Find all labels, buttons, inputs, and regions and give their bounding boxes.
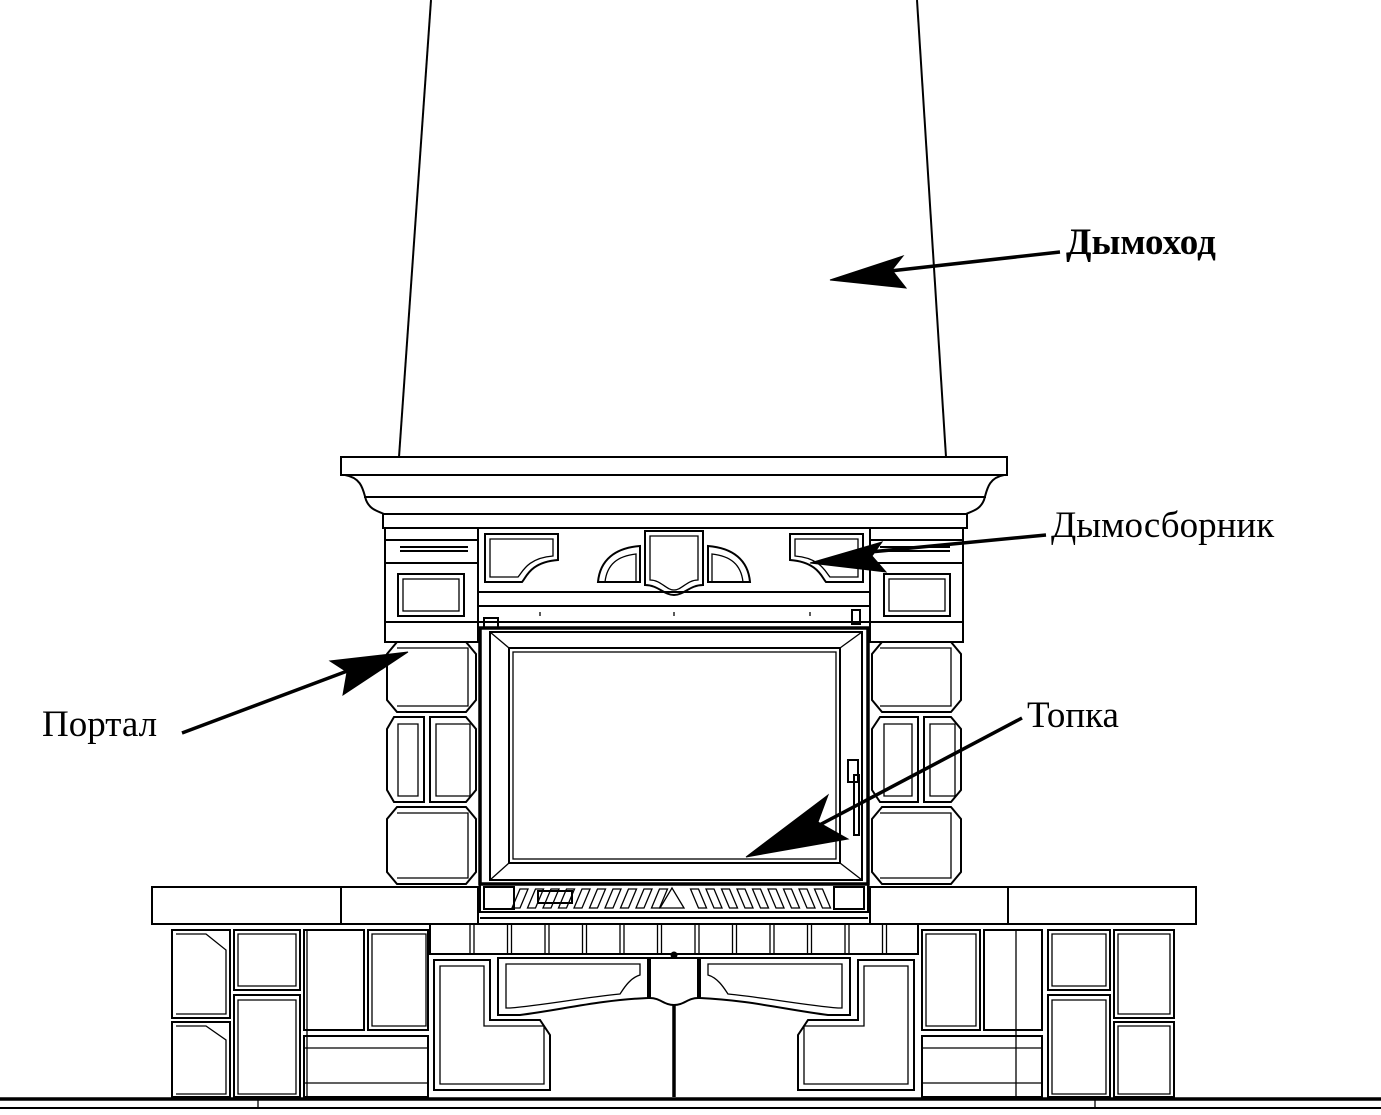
- grate-slat: [573, 888, 591, 909]
- chimney-hood: [398, 0, 947, 458]
- hearth-dentil: [731, 923, 738, 955]
- grate-slat: [650, 888, 669, 909]
- hearth-dentil: [619, 923, 625, 955]
- hearth-dentil: [844, 923, 850, 955]
- arrow-chimney: [829, 250, 1061, 289]
- grate-slat: [619, 888, 638, 909]
- fireplace-base: [0, 929, 1381, 1109]
- hearth-dentil: [469, 923, 475, 955]
- label-chimney: Дымоход: [1066, 222, 1216, 263]
- label-firebox: Топка: [1027, 695, 1119, 736]
- hearth-dentil: [581, 923, 588, 955]
- grate-slat: [798, 888, 816, 909]
- grate-slat: [588, 888, 607, 909]
- hearth-dentils: [469, 923, 888, 955]
- grate-slat: [635, 888, 653, 909]
- hearth-dentil: [881, 923, 888, 955]
- grate-slat: [604, 888, 622, 909]
- arrow-smoke-collector: [809, 533, 1047, 573]
- label-smoke-collector: Дымосборник: [1051, 505, 1275, 546]
- grate-slat: [720, 888, 739, 909]
- grate-slat: [736, 888, 754, 909]
- smoke-collector-panel: [384, 527, 964, 623]
- firebox-door: [477, 605, 871, 919]
- hearth-dentil: [656, 923, 663, 955]
- label-portal: Портал: [42, 704, 158, 745]
- arrow-portal: [181, 651, 409, 735]
- grate-slat: [542, 888, 560, 909]
- grate-slats: [511, 888, 832, 909]
- hearth-dentil: [806, 923, 813, 955]
- hearth-slab: [151, 886, 1197, 955]
- grate-slat: [782, 888, 801, 909]
- grate-slat: [751, 888, 770, 909]
- arrow-firebox: [745, 716, 1023, 858]
- hearth-dentil: [506, 923, 513, 955]
- grate-slat: [511, 888, 529, 909]
- grate-slat: [705, 888, 723, 909]
- hearth-dentil: [769, 923, 775, 955]
- grate-slat: [689, 888, 708, 909]
- grate-slat: [767, 888, 785, 909]
- grate-slat: [813, 888, 832, 909]
- grate-slat: [557, 888, 576, 909]
- hearth-dentil: [544, 923, 550, 955]
- portal-column: [384, 621, 964, 885]
- grate-slat: [526, 888, 545, 909]
- mantel-cornice: [340, 456, 1008, 529]
- hearth-dentil: [694, 923, 700, 955]
